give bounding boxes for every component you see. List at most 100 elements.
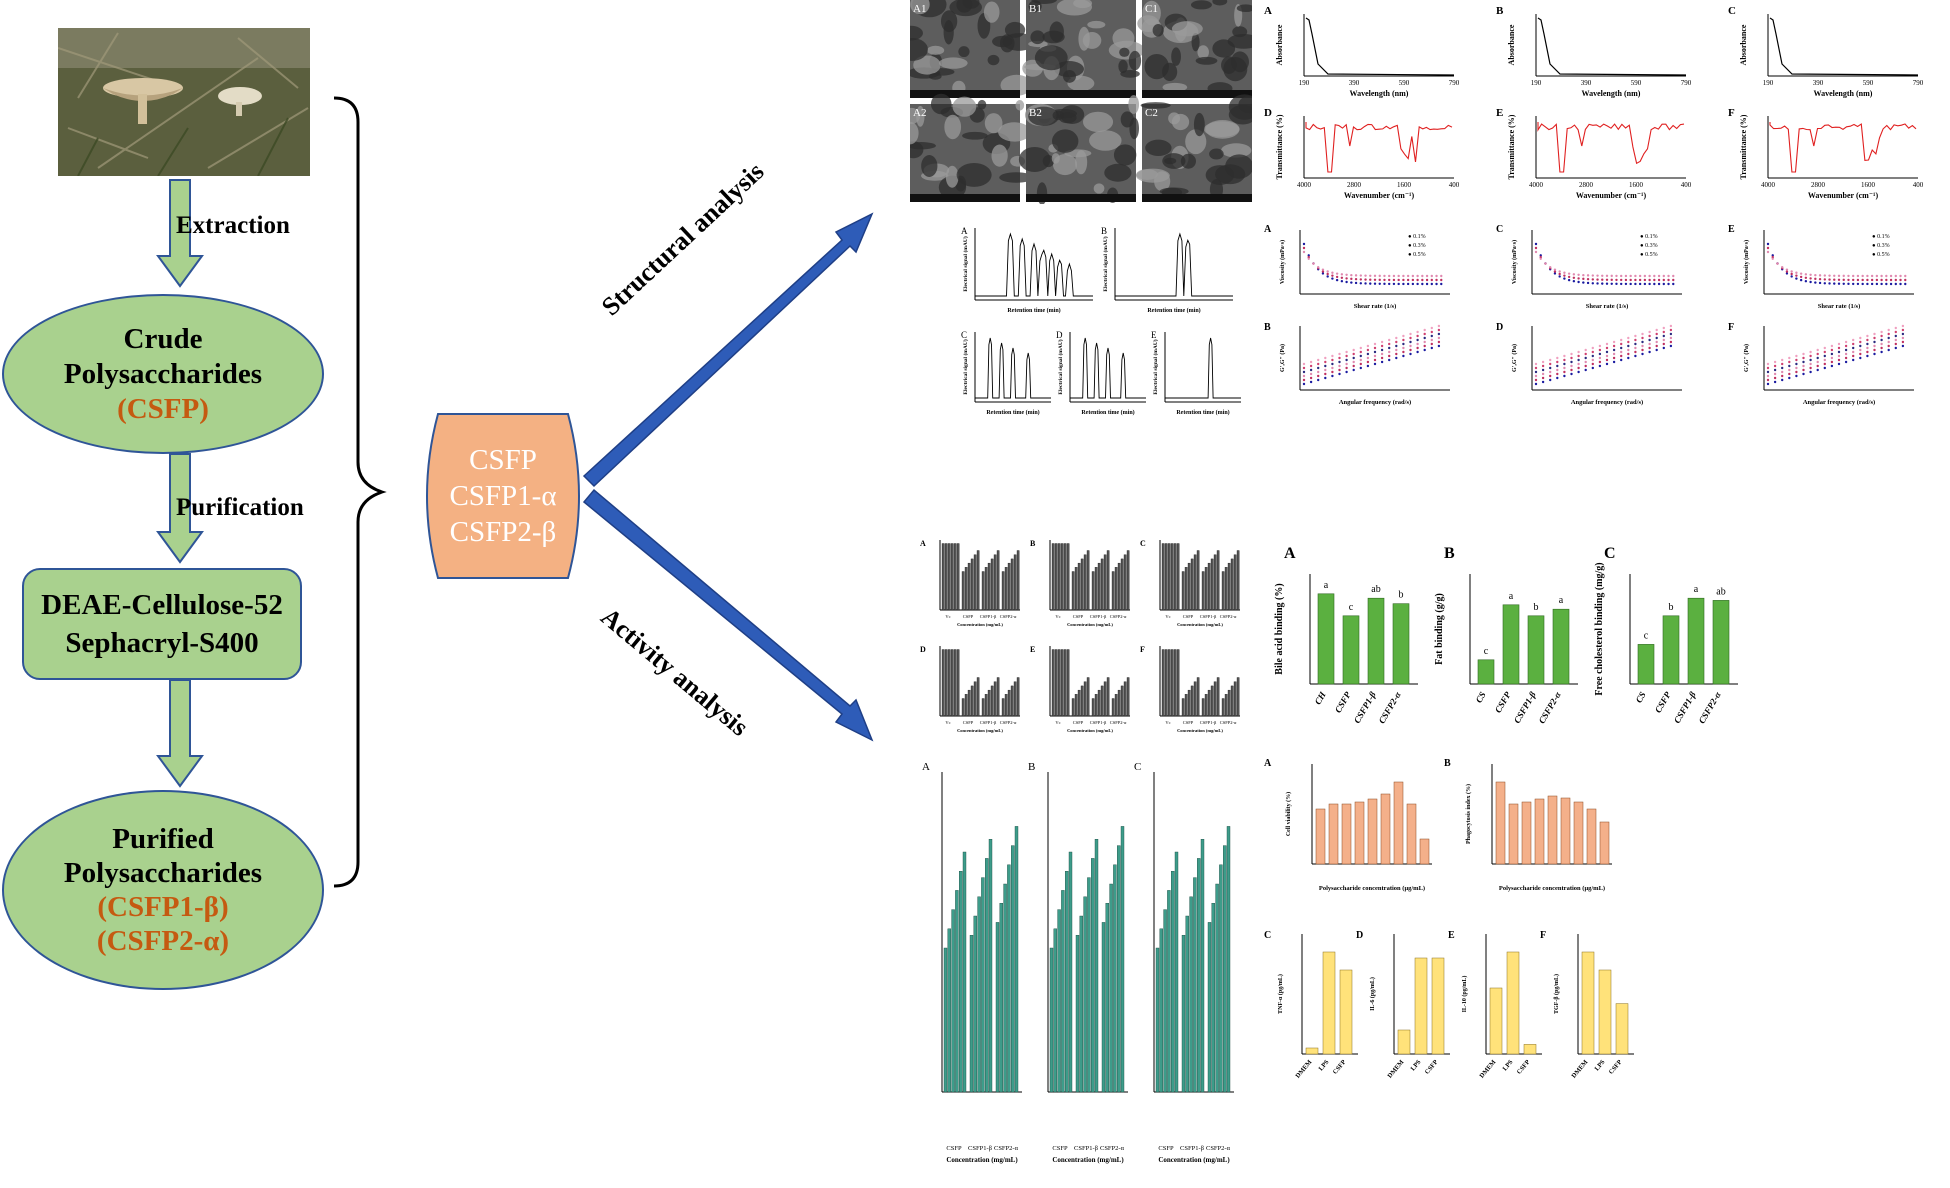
bact-bar bbox=[977, 896, 981, 1093]
bact-bar bbox=[984, 858, 989, 1093]
sem-texture bbox=[956, 162, 992, 187]
hplc-ylabel-C: Electrical signal (mAU) bbox=[962, 339, 969, 394]
bind-panel-A: A bbox=[1284, 545, 1296, 562]
anti-bar bbox=[1117, 689, 1121, 717]
mod-point bbox=[1620, 350, 1623, 354]
visc-point bbox=[1894, 282, 1897, 286]
visc-point bbox=[1411, 274, 1415, 278]
anti-bar bbox=[1201, 698, 1205, 717]
visc-point bbox=[1388, 274, 1391, 278]
visc-point bbox=[1615, 274, 1618, 278]
immune-bar-DMEM bbox=[1581, 951, 1595, 1055]
visc-point bbox=[1425, 278, 1429, 282]
hplc-trace-A bbox=[975, 232, 1093, 297]
bact-bar bbox=[947, 928, 951, 1093]
mod-point bbox=[1887, 336, 1890, 340]
visc-point bbox=[1378, 278, 1381, 282]
visc-point bbox=[1889, 278, 1893, 282]
anti-bar bbox=[973, 554, 977, 611]
sem-texture bbox=[1164, 157, 1177, 165]
mod-point bbox=[1563, 370, 1566, 374]
bind-letter: a bbox=[1324, 580, 1329, 591]
visc-point bbox=[1340, 280, 1344, 283]
mod-point bbox=[1880, 342, 1883, 346]
anti-bar bbox=[1213, 554, 1217, 611]
mod-point bbox=[1773, 364, 1777, 368]
visc-point bbox=[1577, 277, 1580, 280]
mod-point bbox=[1317, 370, 1320, 374]
mod-point bbox=[1302, 382, 1306, 386]
anti-bar bbox=[1111, 571, 1115, 611]
anti-bar bbox=[1196, 550, 1200, 611]
mod-point bbox=[1563, 354, 1566, 358]
mod-point bbox=[1894, 326, 1897, 330]
visc-point bbox=[1672, 282, 1675, 286]
mod-point bbox=[1331, 374, 1334, 378]
anti-group-B: CSFP2-α bbox=[1110, 614, 1127, 619]
visc-point bbox=[1648, 278, 1651, 282]
visc-xlabel-A: Shear rate (1/s) bbox=[1354, 303, 1396, 310]
mod-point bbox=[1309, 360, 1313, 364]
mod-point bbox=[1634, 346, 1637, 350]
bact-bar bbox=[1223, 845, 1227, 1093]
mod-point bbox=[1773, 376, 1777, 380]
visc-point bbox=[1345, 280, 1348, 284]
bind-bar-CH bbox=[1317, 593, 1335, 685]
mod-point bbox=[1655, 328, 1658, 332]
mod-point bbox=[1324, 376, 1327, 380]
mod-point bbox=[1648, 330, 1651, 334]
mod-point bbox=[1802, 364, 1805, 368]
mod-point bbox=[1641, 344, 1644, 348]
bact-bar bbox=[955, 890, 959, 1093]
immune-top-bar bbox=[1315, 808, 1326, 865]
hplc-panel-E: E bbox=[1151, 330, 1157, 340]
uv-ylabel-B: Absorbance bbox=[1507, 24, 1516, 65]
mod-point bbox=[1788, 372, 1791, 376]
immune-cat-CSFP: CSFP bbox=[1332, 1059, 1348, 1076]
samples-shape bbox=[426, 413, 580, 579]
sem-texture bbox=[1051, 153, 1060, 164]
bact-bar bbox=[1174, 851, 1179, 1093]
anti-bar bbox=[987, 689, 991, 717]
sem-texture bbox=[1113, 144, 1137, 166]
bact-bar bbox=[1215, 883, 1219, 1093]
uv-tick: 390 bbox=[1813, 79, 1824, 87]
visc-point bbox=[1643, 278, 1647, 282]
ir-curve-D bbox=[1305, 122, 1453, 173]
visc-point bbox=[1364, 274, 1367, 277]
ir-tick: 1600 bbox=[1861, 181, 1876, 189]
mod-point bbox=[1844, 348, 1848, 352]
visc-point bbox=[1539, 255, 1542, 259]
visc-point bbox=[1596, 278, 1599, 281]
mod-point bbox=[1781, 366, 1784, 370]
sem-texture bbox=[913, 55, 941, 75]
sem-texture bbox=[938, 57, 968, 69]
purified-line3: (CSFP1-β) bbox=[97, 891, 229, 923]
immune-top-bar bbox=[1534, 798, 1545, 865]
visc-point bbox=[1321, 268, 1325, 271]
mod-point bbox=[1416, 338, 1419, 342]
ir-tick: 4000 bbox=[1297, 181, 1312, 189]
anti-bar bbox=[1173, 543, 1177, 611]
bact-bar bbox=[1094, 838, 1099, 1093]
mod-point bbox=[1648, 350, 1651, 354]
mod-point bbox=[1359, 366, 1362, 370]
visc-point bbox=[1605, 282, 1609, 285]
visc-point bbox=[1804, 280, 1808, 283]
mod-point bbox=[1816, 364, 1819, 368]
mod-point bbox=[1534, 370, 1538, 374]
anti-bar bbox=[1167, 543, 1171, 611]
mod-point bbox=[1324, 360, 1327, 364]
visc-point bbox=[1307, 257, 1310, 261]
mod-point bbox=[1570, 364, 1573, 368]
sem-texture bbox=[1227, 33, 1252, 49]
mod-point bbox=[1634, 342, 1637, 346]
bind-cat-CH: CH bbox=[1313, 689, 1329, 706]
mod-point bbox=[1423, 344, 1426, 348]
anti-xlabel-F: Concentration (mg/mL) bbox=[1177, 728, 1223, 733]
mod-point bbox=[1605, 362, 1609, 366]
anti-bar bbox=[1126, 677, 1130, 717]
anti-bar bbox=[1086, 550, 1090, 611]
bact-bar bbox=[951, 909, 955, 1093]
